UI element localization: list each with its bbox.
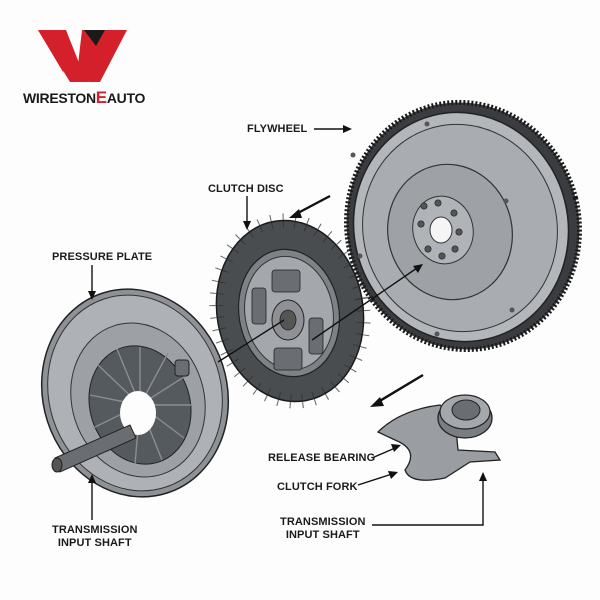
label-transmission-input-shaft-left: TRANSMISSION INPUT SHAFT <box>52 524 138 550</box>
label-line: INPUT SHAFT <box>57 537 132 549</box>
label-line: TRANSMISSION <box>280 516 366 528</box>
label-line: TRANSMISSION <box>52 524 138 536</box>
label-release-bearing: RELEASE BEARING <box>268 452 376 464</box>
arrowheads <box>88 125 487 483</box>
clutch-fork <box>376 404 502 481</box>
label-line: INPUT SHAFT <box>285 529 360 541</box>
brand-logo-icon <box>38 30 127 82</box>
flywheel <box>344 99 582 353</box>
release-bearing <box>437 394 493 439</box>
brand-name-part1: WIRESTON <box>23 90 96 106</box>
pressure-plate <box>40 288 230 498</box>
brand-wordmark: WIRESTONEAUTO <box>23 88 145 108</box>
label-clutch-disc: CLUTCH DISC <box>208 183 284 195</box>
label-transmission-input-shaft-right: TRANSMISSION INPUT SHAFT <box>280 516 366 542</box>
clutch-disc <box>209 213 371 409</box>
brand-name-accent: E <box>95 88 107 107</box>
label-clutch-fork: CLUTCH FORK <box>277 481 358 493</box>
label-pressure-plate: PRESSURE PLATE <box>52 251 153 263</box>
leader-lines <box>91 128 484 526</box>
label-flywheel: FLYWHEEL <box>247 123 308 135</box>
brand-name-part2: AUTO <box>106 90 146 106</box>
